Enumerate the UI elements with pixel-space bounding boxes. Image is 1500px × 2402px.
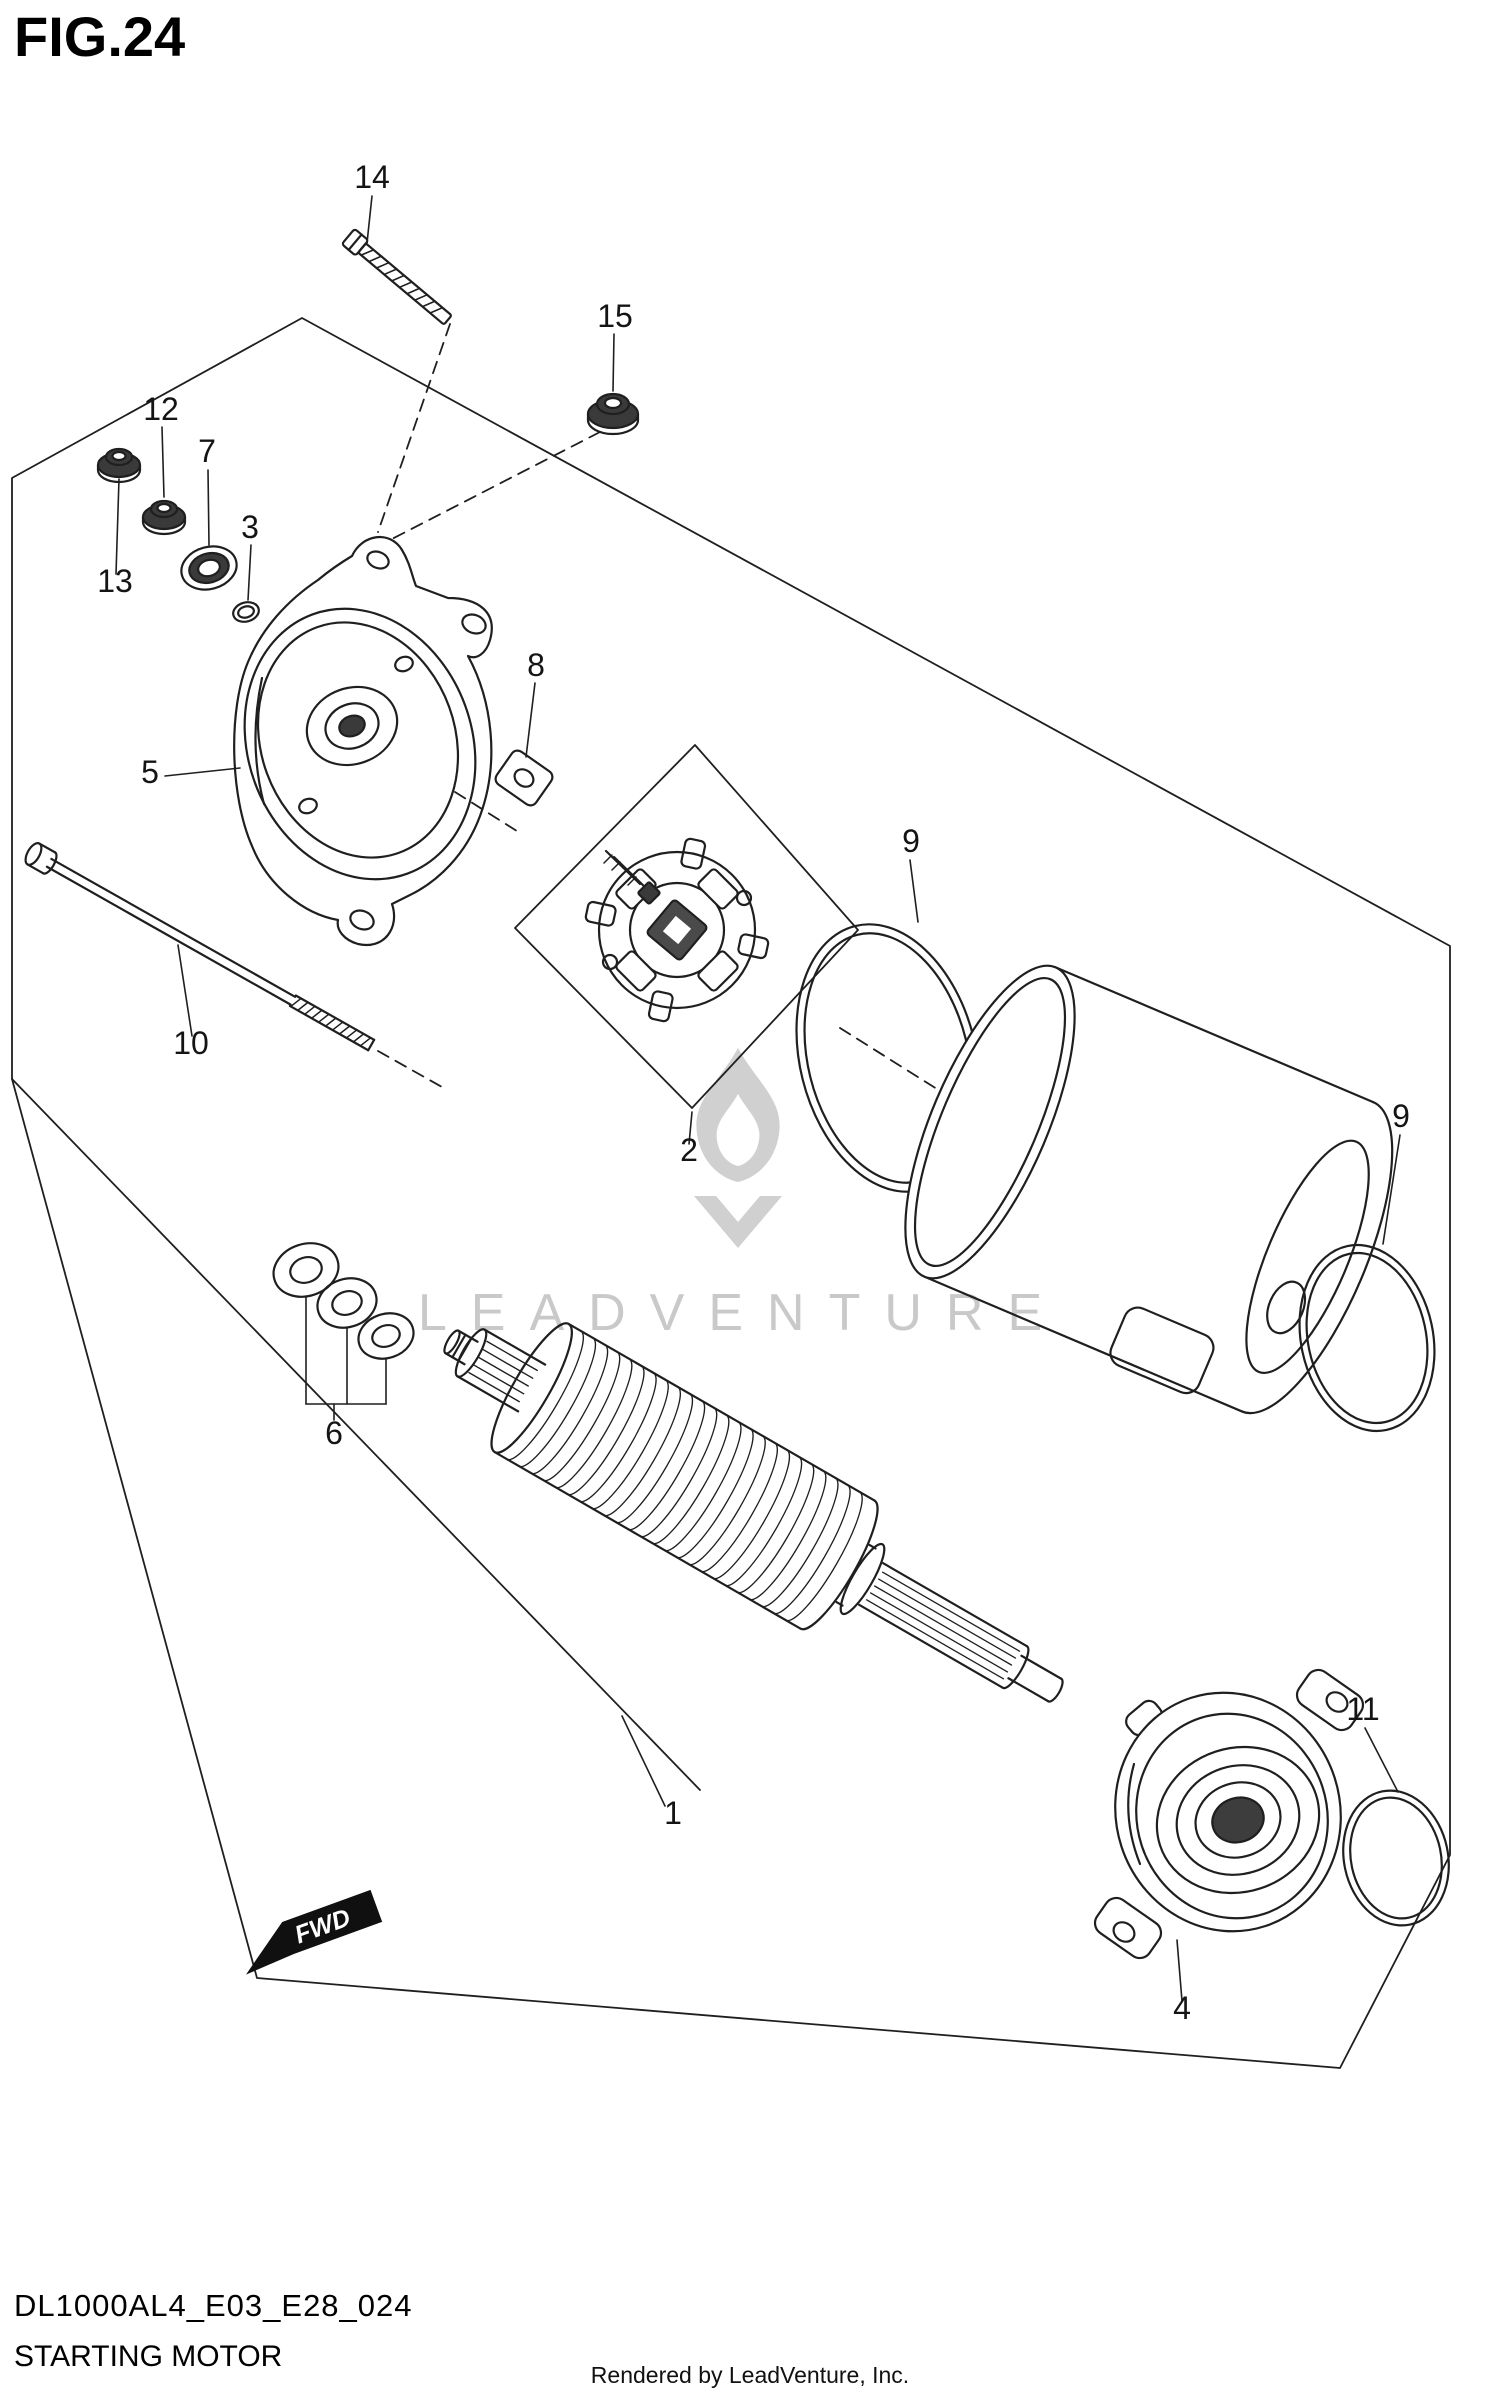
callout-4: 4 — [1173, 1990, 1191, 2026]
part-square-nut-8 — [494, 749, 554, 807]
part-through-bolt-10 — [24, 842, 376, 1052]
fwd-arrow-icon — [245, 1889, 383, 1975]
watermark: LEADVENTURE — [418, 1048, 1066, 1342]
callout-13: 13 — [97, 563, 133, 599]
part-washer-7 — [180, 545, 238, 591]
part-oring-3 — [232, 601, 260, 623]
callout-6: 6 — [325, 1415, 343, 1451]
figure-title: FIG.24 — [14, 5, 186, 68]
callout-3: 3 — [241, 509, 259, 545]
diagram-boundary — [11, 317, 1451, 2069]
callout-5: 5 — [141, 754, 159, 790]
callout-11: 11 — [1346, 1691, 1379, 1727]
part-front-housing-5 — [233, 535, 493, 947]
brush-holder-boundary — [514, 744, 859, 1109]
callout-2: 2 — [680, 1132, 698, 1168]
part-armature-1 — [443, 1322, 1064, 1703]
watermark-flame-cutout — [716, 1094, 760, 1166]
part-oring-9-right — [1298, 1243, 1436, 1433]
callout-7: 7 — [198, 433, 216, 469]
callout-9-right: 9 — [1392, 1098, 1410, 1134]
part-nut-12 — [141, 499, 187, 536]
part-name: STARTING MOTOR — [14, 2340, 283, 2373]
callout-10: 10 — [173, 1025, 209, 1061]
rendered-by: Rendered by LeadVenture, Inc. — [590, 2362, 910, 2388]
callout-14: 14 — [354, 159, 390, 195]
callout-9-left: 9 — [902, 823, 920, 859]
watermark-chevron-icon — [694, 1196, 782, 1248]
watermark-text: LEADVENTURE — [418, 1284, 1066, 1342]
callout-12: 12 — [143, 391, 179, 427]
part-brush-holder-2 — [584, 837, 770, 1023]
callouts: 14 15 12 7 13 3 5 8 10 2 9 9 6 1 11 4 — [97, 159, 1410, 2026]
part-nut-13 — [96, 447, 142, 484]
fwd-marker: FWD — [245, 1889, 383, 1975]
callout-15: 15 — [597, 298, 633, 334]
leader-lines — [115, 195, 1401, 2002]
part-end-cover-4 — [1093, 1668, 1365, 1960]
part-oring-11 — [1342, 1789, 1450, 1927]
projection-line — [11, 1078, 701, 1791]
parts — [24, 228, 1450, 1960]
part-bolt-14 — [341, 228, 452, 325]
part-washer-set-6 — [272, 1242, 415, 1360]
yoke-cylinder — [904, 964, 1394, 1415]
part-code: DL1000AL4_E03_E28_024 — [14, 2288, 413, 2323]
part-nut-15 — [586, 392, 640, 436]
callout-8: 8 — [527, 647, 545, 683]
callout-1: 1 — [664, 1795, 682, 1831]
construction-lines — [11, 317, 1451, 2069]
